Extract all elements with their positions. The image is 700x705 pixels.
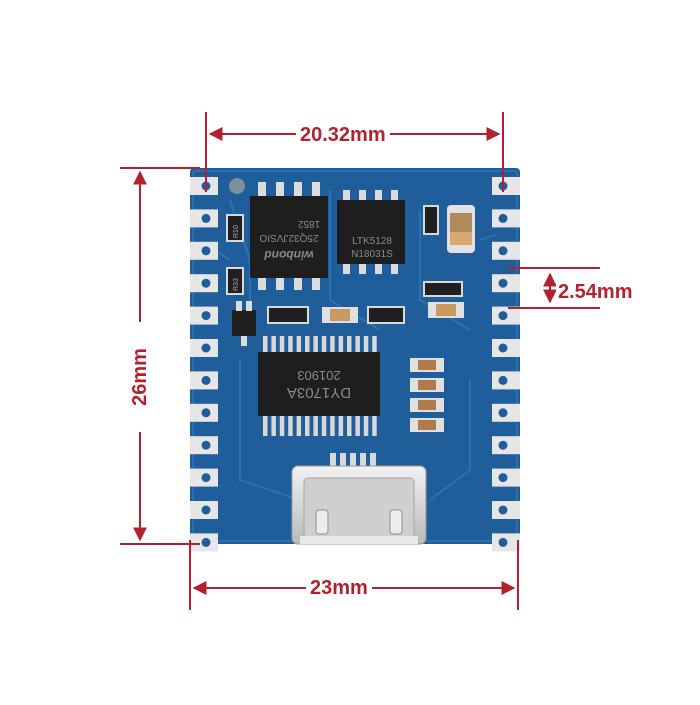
amp-part-text: LTK5128 [352,236,392,247]
pin-pad [190,501,218,519]
electrolytic-capacitor [447,205,475,253]
resistor-row [267,281,464,324]
pin-pad [492,274,520,293]
amp-code-text: N18031S [351,249,393,260]
pin-pad [190,436,218,455]
pin-pad [492,436,520,455]
pin-pad [190,339,218,357]
pin-pad [492,209,520,228]
smd-diode [423,205,439,235]
svg-text:R33: R33 [233,278,240,291]
smd-capacitor [410,398,444,412]
flash-chip: winbond 25Q32JVSIO 1852 [250,182,328,290]
fiducial-mark [229,178,245,194]
pin-pad [190,241,218,260]
board-height-text: 26mm [129,348,151,406]
pin-pad [492,177,520,195]
usb-connector [291,453,427,545]
pin-pad [190,371,218,390]
pin-pad [492,371,520,390]
smd-capacitor-column [410,358,444,432]
pin-pad [492,468,520,487]
pin-pad [492,533,520,552]
pin-pad [492,306,520,325]
amp-chip: LTK5128 N18031S [337,190,405,274]
pin-pad [190,177,218,195]
flash-code-text: 1852 [297,218,320,229]
left-pin-header [190,177,218,552]
pin-pad [492,339,520,357]
pin-pad [190,209,218,228]
pin-pad [190,403,218,422]
pin-span-label: 20.32mm [296,124,390,146]
smd-capacitor [410,418,444,432]
pin-pad [190,468,218,487]
board-height-label: 26mm [120,322,160,432]
pin-pad [492,241,520,260]
pin-pad [492,501,520,519]
main-part-text: DY1703A [287,384,351,401]
pin-pad [190,274,218,293]
flash-part-text: 25Q32JVSIO [259,232,318,243]
main-code-text: 201903 [297,368,340,383]
pin-pitch-label: 2.54mm [556,281,635,303]
pin-pad [190,306,218,325]
board-width-label: 23mm [306,577,372,599]
smd-capacitor [410,378,444,392]
smd-capacitor [410,358,444,372]
pin-pad [190,533,218,552]
main-chip: DY1703A 201903 [258,336,380,436]
flash-brand-text: winbond [264,248,314,262]
pin-pad [492,403,520,422]
right-pin-header [492,177,520,552]
svg-text:R10: R10 [233,225,240,238]
small-components-left: R10 R33 [226,214,256,346]
